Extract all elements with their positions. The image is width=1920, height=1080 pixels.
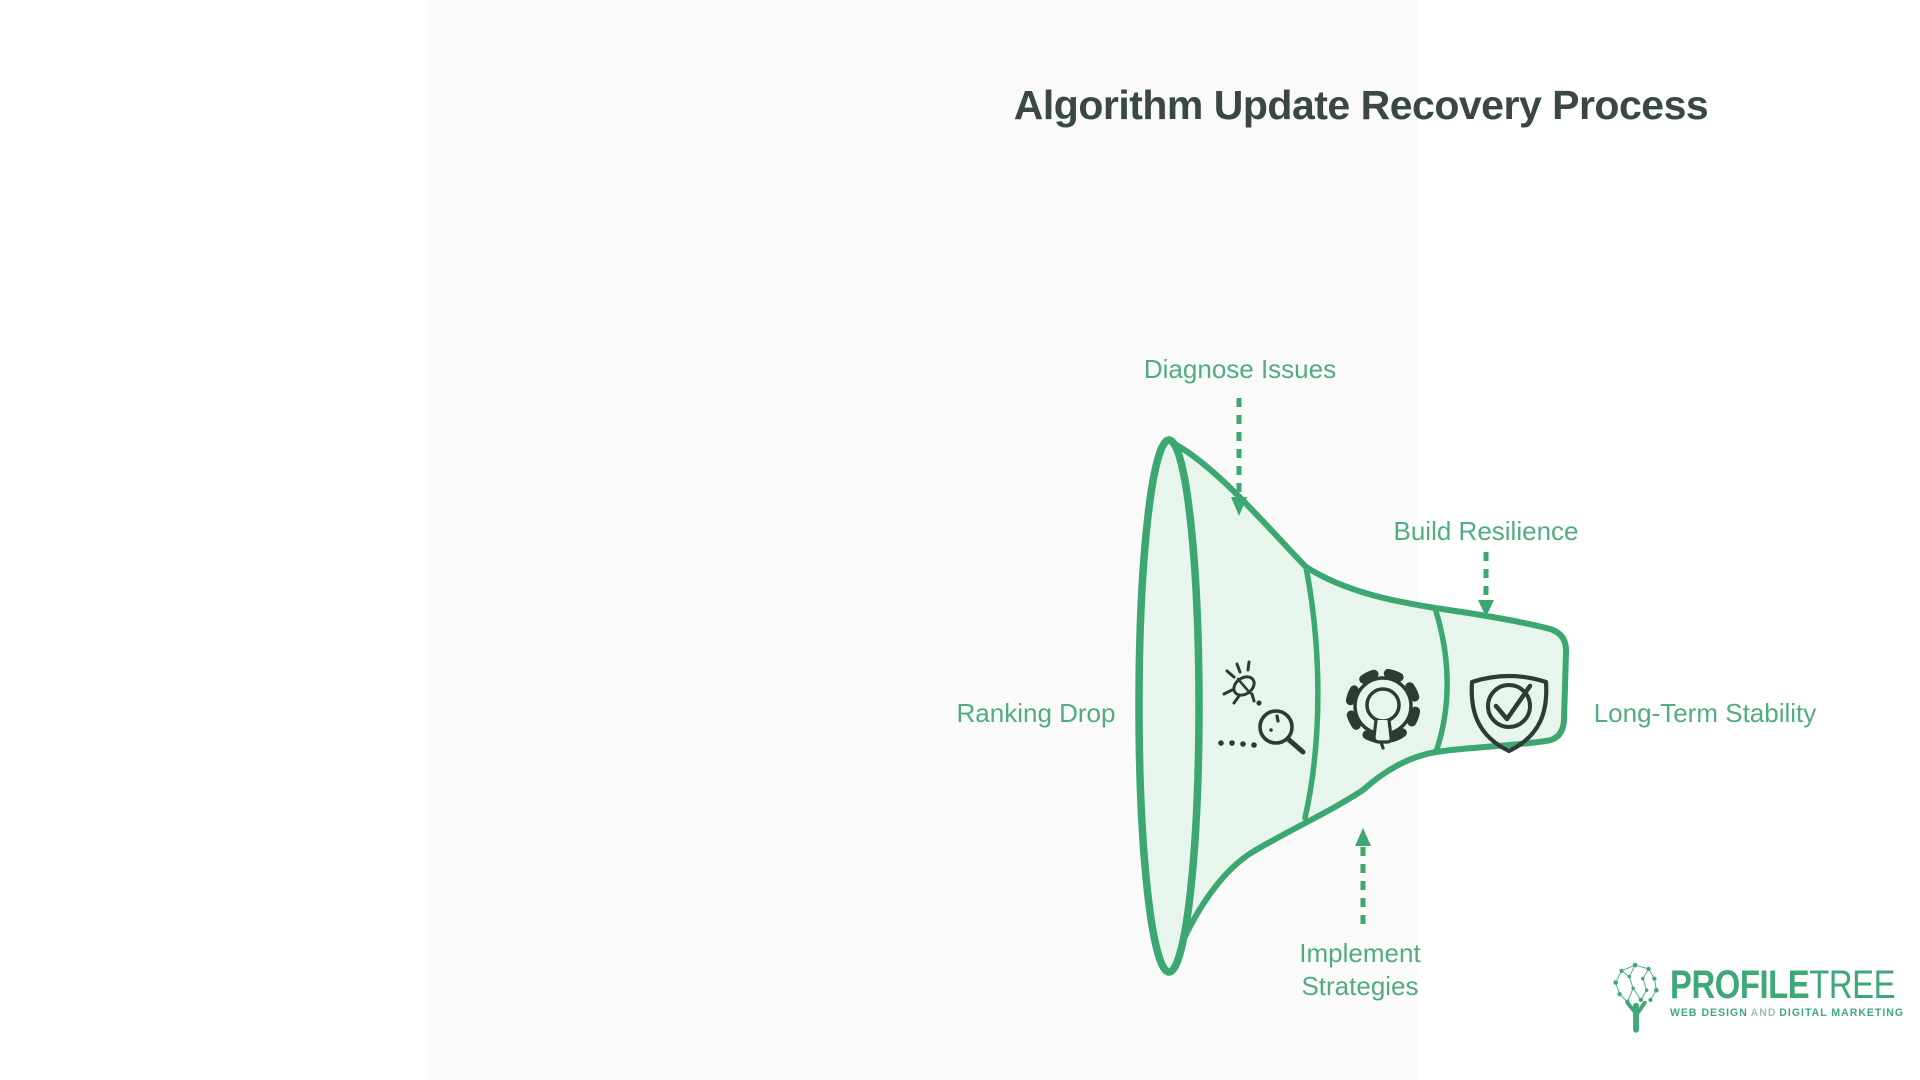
funnel-divider-1 bbox=[1302, 564, 1321, 821]
tagline-and: AND bbox=[1750, 1007, 1777, 1019]
logo-text-profile: PROFILE bbox=[1670, 963, 1810, 1007]
label-build-resilience: Build Resilience bbox=[1393, 516, 1579, 546]
tagline-digital-marketing: DIGITAL MARKETING bbox=[1779, 1007, 1905, 1019]
bug-search-icon bbox=[1218, 660, 1306, 755]
logo-text-tree: TREE bbox=[1809, 963, 1896, 1007]
tagline-web-design: WEB DESIGN bbox=[1670, 1007, 1748, 1019]
build-resilience-arrow bbox=[1478, 552, 1494, 617]
gear-lightbulb-icon bbox=[1345, 668, 1421, 750]
tree-icon bbox=[1613, 962, 1659, 1033]
label-diagnose-issues: Diagnose Issues bbox=[1143, 354, 1337, 384]
funnel-bell-rim bbox=[1135, 436, 1203, 976]
diagnose-arrow bbox=[1231, 398, 1247, 516]
label-long-term-stability: Long-Term Stability bbox=[1593, 698, 1817, 728]
funnel-diagram bbox=[1135, 398, 1570, 976]
page-title: Algorithm Update Recovery Process bbox=[1013, 82, 1709, 128]
shield-check-icon bbox=[1469, 673, 1549, 754]
label-implement-strategies: Implement Strategies bbox=[1299, 938, 1421, 1001]
funnel-divider-2 bbox=[1432, 605, 1450, 755]
logo-wordmark: PROFILETREE bbox=[1670, 963, 1896, 1007]
label-ranking-drop: Ranking Drop bbox=[956, 698, 1116, 728]
implement-arrow bbox=[1355, 828, 1371, 927]
infographic-canvas: Algorithm Update Recovery Process bbox=[428, 0, 1903, 1080]
